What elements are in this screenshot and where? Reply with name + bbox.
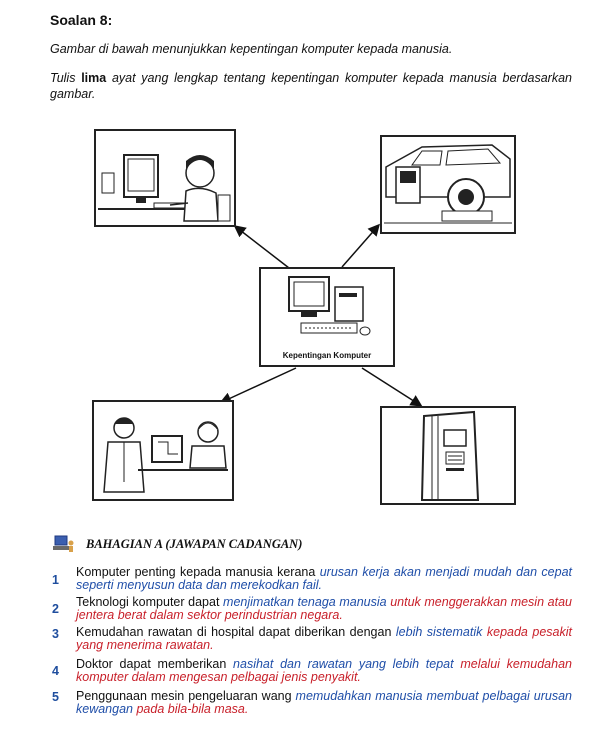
answer-segment: menjimatkan tenaga manusia	[223, 595, 391, 609]
arrow-to-car	[341, 223, 380, 268]
illustration-center-computer: Kepentingan Komputer	[259, 267, 395, 367]
answer-segment: memudahkan manusia membuat pelbagai urus…	[76, 689, 572, 716]
answer-text: Teknologi komputer dapat menjimatkan ten…	[76, 596, 572, 622]
arrow-to-doctor	[219, 367, 297, 404]
answer-segment: lebih sistematik	[395, 625, 487, 639]
illustration-doctor-patient	[92, 400, 234, 501]
section-title: BAHAGIAN A (JAWAPAN CADANGAN)	[86, 537, 303, 551]
center-caption: Kepentingan Komputer	[282, 351, 372, 360]
instruction-bold-word: lima	[81, 71, 107, 85]
answer-number: 5	[52, 690, 59, 704]
answer-number: 3	[52, 627, 59, 641]
illustration-atm	[380, 406, 516, 505]
answer-segment: Teknologi komputer dapat	[76, 595, 224, 609]
arrow-to-office	[233, 225, 290, 269]
answer-number: 1	[52, 573, 59, 587]
answer-text: Komputer penting kepada manusia kerana u…	[76, 566, 572, 592]
answer-segment: Penggunaan mesin pengeluaran wang	[76, 689, 296, 703]
answer-text: Doktor dapat memberikan nasihat dan rawa…	[76, 658, 572, 684]
answer-text: Penggunaan mesin pengeluaran wang memuda…	[76, 690, 572, 716]
computer-user-icon	[53, 535, 74, 552]
answer-segment: urusan kerja akan menjadi mudah dan cepa…	[76, 565, 573, 592]
illustration-car-service	[380, 135, 516, 234]
answer-text: Kemudahan rawatan di hospital dapat dibe…	[76, 626, 572, 652]
answer-number: 4	[52, 664, 59, 678]
arrow-to-atm	[361, 367, 423, 407]
instruction-part-1: Tulis	[50, 71, 82, 85]
answer-segment: Kemudahan rawatan di hospital dapat dibe…	[76, 625, 396, 639]
illustration-office-worker	[94, 129, 236, 227]
question-title: Soalan 8:	[50, 12, 113, 28]
answer-segment: untuk menggerakkan mesin atau jentera be…	[76, 595, 572, 622]
answer-segment: pada bila-bila masa.	[136, 702, 249, 716]
answer-segment: nasihat dan rawatan yang lebih tepat	[233, 657, 461, 671]
instruction-line-2: Tulis lima ayat yang lengkap tentang kep…	[50, 70, 572, 102]
answer-segment: melalui kemudahan komputer dalam mengesa…	[76, 657, 572, 684]
instruction-line-1: Gambar di bawah menunjukkan kepentingan …	[50, 42, 453, 56]
answer-segment: Doktor dapat memberikan	[76, 657, 234, 671]
answer-number: 2	[52, 602, 59, 616]
answer-segment: Komputer penting kepada manusia kerana	[76, 565, 320, 579]
instruction-part-2: ayat yang lengkap tentang kepentingan ko…	[50, 71, 572, 101]
answer-segment: kepada pesakit yang menerima rawatan.	[76, 625, 572, 652]
